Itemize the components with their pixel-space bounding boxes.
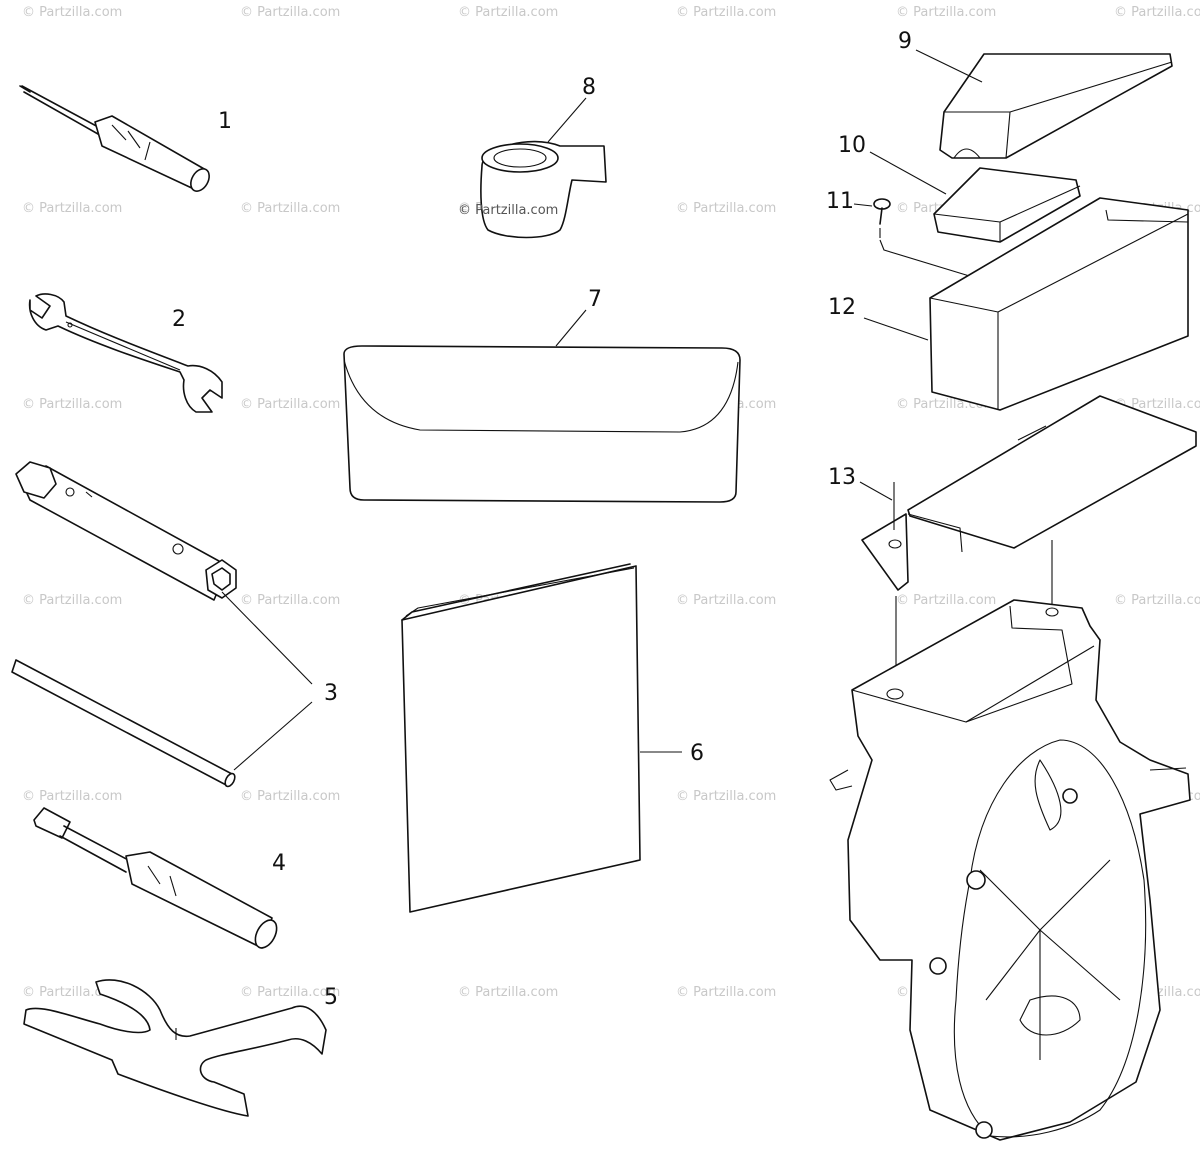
watermark-text: © Partzilla.com [1114, 593, 1200, 608]
watermark-text: © Partzilla.com [896, 5, 996, 20]
watermark-text: © Partzilla.com [676, 593, 776, 608]
part-3-socket-wrench-and-bar[interactable] [11, 461, 313, 788]
watermark-text: © Partzilla.com [676, 201, 776, 216]
watermark-text: © Partzilla.com [676, 789, 776, 804]
part-11-screw[interactable] [853, 198, 977, 279]
part-9-storage-box-lid[interactable] [915, 49, 1173, 159]
callout-6: 6 [690, 741, 704, 766]
part-2-wrench[interactable] [28, 293, 223, 413]
part-5-spanner-tool[interactable] [23, 979, 327, 1117]
callout-4: 4 [272, 851, 286, 876]
callout-10: 10 [838, 133, 866, 158]
callout-7: 7 [588, 287, 602, 312]
watermark-text: © Partzilla.com [458, 5, 558, 20]
watermark-text: © Partzilla.com [896, 593, 996, 608]
watermark-text: © Partzilla.com [22, 397, 122, 412]
watermark-text: © Partzilla.com [1114, 397, 1200, 412]
watermark-text: © Partzilla.com [240, 789, 340, 804]
watermark-text: © Partzilla.com [1114, 5, 1200, 20]
callout-8: 8 [582, 75, 596, 100]
part-4-screwdriver[interactable] [33, 807, 281, 951]
watermark-text: © Partzilla.com [676, 985, 776, 1000]
watermark-text: © Partzilla.com [22, 5, 122, 20]
part-1-screwdriver[interactable] [19, 85, 213, 194]
watermark-text: © Partzilla.com [240, 5, 340, 20]
part-8-tape-roll[interactable] [480, 97, 607, 239]
watermark-text: © Partzilla.com [676, 5, 776, 20]
watermark-text: © Partzilla.com [22, 593, 122, 608]
part-7-tool-pouch[interactable] [343, 309, 741, 503]
callout-11: 11 [826, 189, 854, 214]
watermark-text: © Partzilla.com [240, 985, 340, 1000]
watermark-text: © Partzilla.com [22, 789, 122, 804]
callout-9: 9 [898, 29, 912, 54]
housing-assembly [829, 599, 1191, 1141]
watermark-text: © Partzilla.com [22, 201, 122, 216]
callout-13: 13 [828, 465, 856, 490]
callout-5: 5 [324, 985, 338, 1010]
callout-1: 1 [218, 109, 232, 134]
callout-3: 3 [324, 681, 338, 706]
watermark-text: © Partzilla.com [240, 201, 340, 216]
watermark-text: © Partzilla.com [22, 985, 122, 1000]
watermark-center: © Partzilla.com [458, 203, 558, 218]
watermark-text: © Partzilla.com [240, 397, 340, 412]
part-6-manual-booklet[interactable] [401, 563, 682, 913]
part-12-storage-box[interactable] [863, 197, 1189, 411]
callout-2: 2 [172, 307, 186, 332]
callout-12: 12 [828, 295, 856, 320]
watermark-text: © Partzilla.com [240, 593, 340, 608]
part-10-foam-pad[interactable] [869, 151, 1081, 243]
part-13-mounting-bracket[interactable] [859, 395, 1197, 676]
watermark-text: © Partzilla.com [458, 985, 558, 1000]
